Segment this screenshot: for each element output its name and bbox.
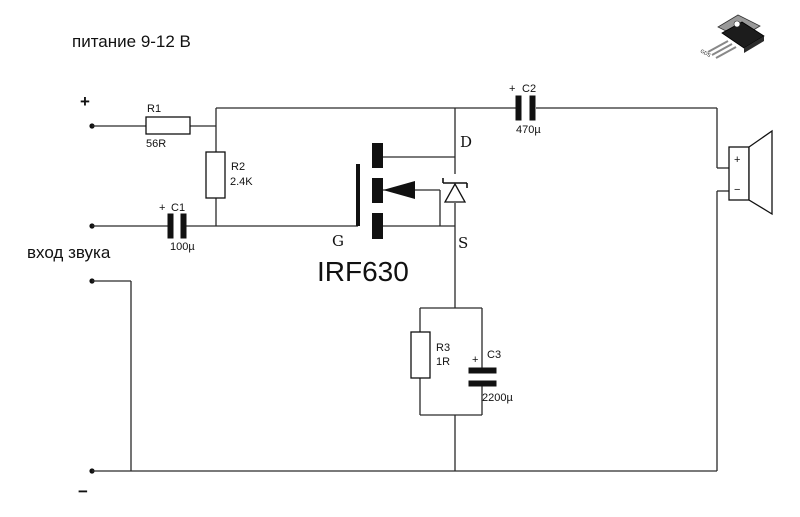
r1-name: R1: [147, 103, 161, 115]
capacitor-c3: + C3 2200µ: [468, 349, 513, 404]
c3-value: 2200µ: [482, 392, 513, 404]
mosfet-part-label: IRF630: [317, 256, 409, 287]
c1-value: 100µ: [170, 241, 195, 253]
body-arrow-icon: [383, 181, 415, 199]
mosfet-irf630: D S G IRF630: [317, 133, 472, 287]
package-pin-labels: GDS: [699, 48, 712, 59]
r2-value: 2.4K: [230, 176, 253, 188]
channel-segment-drain: [372, 143, 383, 168]
capacitor-c2: + C2 470µ: [509, 83, 541, 136]
plus-terminal-label: +: [80, 92, 90, 111]
resistor-r2: R2 2.4K: [205, 151, 253, 199]
c1-polarity: +: [159, 202, 165, 214]
speaker-icon: + −: [728, 129, 773, 216]
channel-segment-source: [372, 213, 383, 239]
c2-polarity: +: [509, 83, 515, 95]
c3-name: C3: [487, 349, 501, 361]
c2-value: 470µ: [516, 124, 541, 136]
gate-plate: [356, 164, 360, 226]
speaker-plus-label: +: [734, 154, 740, 166]
c1-name: C1: [171, 202, 185, 214]
source-label: S: [458, 234, 468, 252]
r3-name: R3: [436, 342, 450, 354]
capacitor-c1: + C1 100µ: [159, 202, 195, 253]
r2-name: R2: [231, 161, 245, 173]
to220-package-icon: GDS: [699, 14, 765, 59]
minus-terminal-label: −: [78, 482, 88, 501]
channel-segment-body: [372, 178, 383, 203]
gate-label: G: [332, 232, 344, 250]
drain-label: D: [460, 133, 472, 151]
r1-value: 56R: [146, 138, 166, 150]
terminal-dots: [89, 123, 95, 474]
title: питание 9-12 В: [72, 32, 191, 51]
r3-value: 1R: [436, 356, 450, 368]
audio-input-label: вход звука: [27, 243, 111, 262]
resistor-r3: R3 1R: [410, 331, 450, 379]
resistor-r1: R1 56R: [145, 103, 191, 150]
body-diode-icon: [442, 178, 468, 203]
c2-name: C2: [522, 83, 536, 95]
c3-polarity: +: [472, 354, 478, 366]
wires: [92, 107, 729, 472]
speaker-minus-label: −: [734, 184, 740, 196]
